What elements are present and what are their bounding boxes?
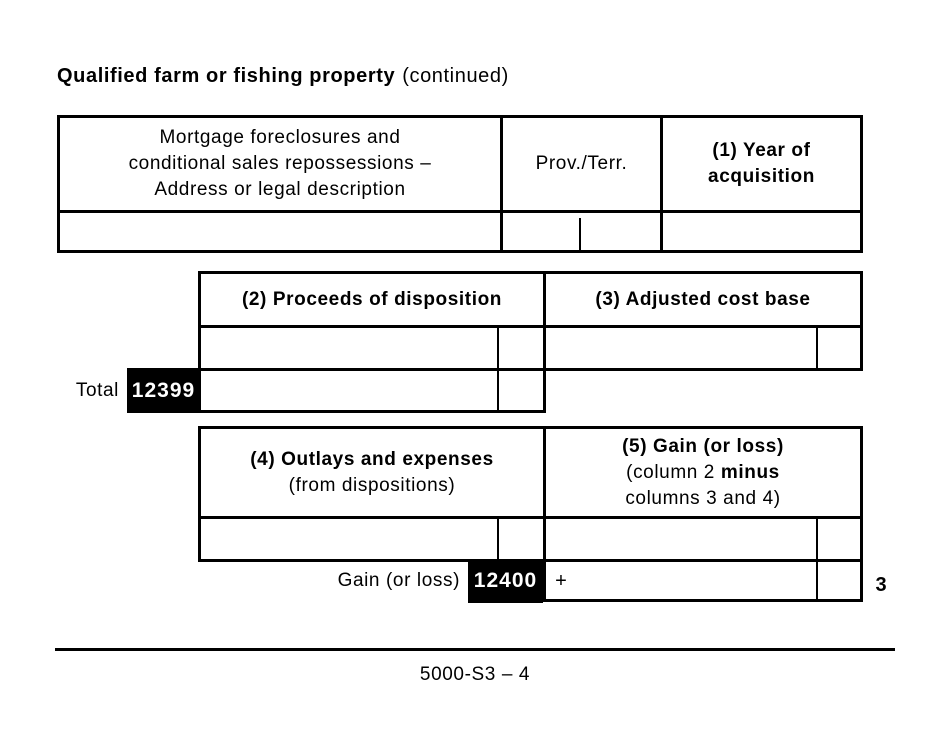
table-border xyxy=(57,115,863,118)
address-header-line3: Address or legal description xyxy=(154,179,406,200)
proceeds-column-header: (2) Proceeds of disposition xyxy=(201,274,543,325)
header-separator xyxy=(198,516,863,519)
total-label: Total xyxy=(75,380,119,401)
column-divider xyxy=(543,426,546,602)
year-header-line2: acquisition xyxy=(708,166,815,187)
proceeds-input-cell[interactable] xyxy=(201,328,543,368)
outlays-table: (4) Outlays and expenses (from dispositi… xyxy=(198,426,863,602)
cents-divider xyxy=(497,519,499,559)
header-separator xyxy=(57,210,863,213)
table-border xyxy=(198,271,863,274)
page-title-note: (continued) xyxy=(402,65,509,87)
table-border xyxy=(860,426,863,602)
column-divider xyxy=(660,115,663,253)
gain-or-loss-label: Gain (or loss) xyxy=(337,570,460,591)
gain-header-line1: (5) Gain (or loss) xyxy=(622,435,784,457)
gain-row-bottom-border xyxy=(543,599,863,602)
prov-terr-column-header: Prov./Terr. xyxy=(503,118,660,210)
table-border xyxy=(198,271,201,413)
cents-divider xyxy=(497,328,499,410)
prov-split-divider xyxy=(579,218,581,253)
cents-divider xyxy=(816,328,818,368)
header-separator xyxy=(198,325,863,328)
table-border xyxy=(57,250,863,253)
proceeds-table: (2) Proceeds of disposition (3) Adjusted… xyxy=(198,271,863,413)
footer-rule xyxy=(55,648,895,651)
outlays-header-line2: (from dispositions) xyxy=(288,474,456,496)
acb-header-label: (3) Adjusted cost base xyxy=(595,288,811,310)
table-border xyxy=(198,426,201,562)
column-divider xyxy=(543,271,546,413)
row-separator xyxy=(198,368,863,371)
address-header-line2: conditional sales repossessions – xyxy=(128,153,432,174)
total-row-bottom-border xyxy=(198,410,546,413)
plus-sign: + xyxy=(555,570,567,592)
prov-terr-input-cell[interactable] xyxy=(503,213,660,250)
acb-column-header: (3) Adjusted cost base xyxy=(546,274,860,325)
year-input-cell[interactable] xyxy=(663,213,860,250)
line-12399-code-box: 12399 xyxy=(127,368,200,413)
column-divider xyxy=(500,115,503,253)
table-border xyxy=(198,426,863,429)
total-input-cell[interactable] xyxy=(201,371,543,410)
cents-divider xyxy=(816,519,818,599)
address-column-header: Mortgage foreclosures and conditional sa… xyxy=(60,118,500,210)
acb-input-cell[interactable] xyxy=(546,328,860,368)
address-input-cell[interactable] xyxy=(60,213,500,250)
gain-header-line2: (column 2 minus xyxy=(622,460,784,486)
prov-terr-header-label: Prov./Terr. xyxy=(535,153,628,174)
gain-input-cell[interactable] xyxy=(546,519,860,559)
gain-column-header: (5) Gain (or loss) (column 2 minus colum… xyxy=(546,429,860,516)
line-12400-code-box: 12400 xyxy=(468,559,543,603)
address-header-line1: Mortgage foreclosures and xyxy=(159,127,401,148)
outlays-header-line1: (4) Outlays and expenses xyxy=(250,448,494,470)
proceeds-header-label: (2) Proceeds of disposition xyxy=(241,288,503,310)
page-title: Qualified farm or fishing property (conti… xyxy=(57,62,509,90)
foreclosures-table: Mortgage foreclosures and conditional sa… xyxy=(57,115,863,253)
gain-header-line3: columns 3 and 4) xyxy=(625,487,781,509)
table-border xyxy=(860,115,863,253)
year-header-line1: (1) Year of xyxy=(712,140,811,161)
table-border xyxy=(57,115,60,253)
outlays-column-header: (4) Outlays and expenses (from dispositi… xyxy=(201,429,543,516)
gain-header-line2-prefix: (column 2 xyxy=(626,461,715,483)
page-footer: 5000-S3 – 4 xyxy=(419,664,531,685)
page-title-main: Qualified farm or fishing property xyxy=(57,65,396,87)
year-column-header: (1) Year of acquisition xyxy=(663,118,860,210)
table-border xyxy=(860,271,863,371)
line-reference-number: 3 xyxy=(875,574,887,596)
gain-total-input-cell[interactable] xyxy=(546,562,860,599)
gain-header-line2-bold: minus xyxy=(720,461,780,483)
outlays-input-cell[interactable] xyxy=(201,519,543,559)
